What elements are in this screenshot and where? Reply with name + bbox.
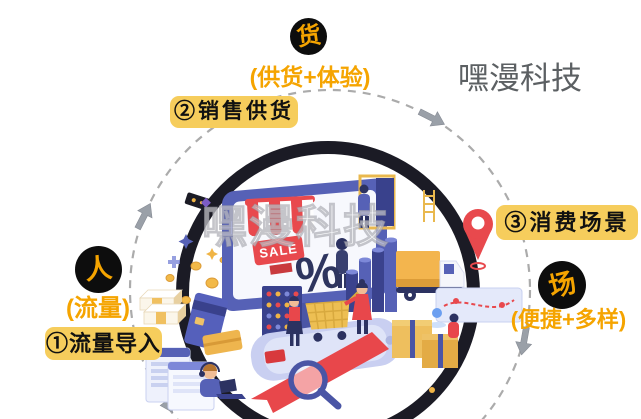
person-with-laptop — [199, 362, 246, 399]
location-pin-icon — [463, 209, 493, 270]
sale-tag: SALE — [252, 235, 305, 275]
credit-card — [184, 292, 243, 356]
person-pushing-cart — [344, 279, 372, 334]
magnifier-icon — [288, 360, 342, 410]
node-scene-char: 场 — [545, 266, 579, 303]
drop-decoration — [428, 308, 446, 328]
doorway-person — [358, 174, 435, 230]
step-1-pill: ①流量导入 — [45, 327, 162, 360]
sale-tag-text: SALE — [258, 241, 298, 261]
ladder — [423, 190, 435, 222]
cycle-arrow-top-right-icon — [417, 108, 445, 127]
browser-windows — [145, 347, 215, 411]
awning — [244, 195, 315, 237]
dashed-cycle-circle — [128, 88, 532, 419]
sparkles-decoration — [168, 192, 218, 268]
route-map — [435, 287, 523, 323]
brand-title: 嘿漫科技 — [458, 61, 582, 96]
node-scene-sub: (便捷+多样) — [510, 307, 627, 332]
node-people-char: 人 — [83, 252, 114, 286]
cardboard-boxes — [392, 313, 459, 368]
node-scene-circle: 场 — [538, 261, 586, 309]
person-browsing — [286, 296, 303, 346]
cycle-arrow-right-icon — [515, 326, 533, 356]
node-goods-sub: (供货+体验) — [249, 64, 371, 90]
money-stack — [139, 289, 187, 325]
step-3-pill: ③消费场景 — [496, 205, 638, 240]
node-people-circle: 人 — [75, 246, 122, 293]
node-goods-circle: 货 — [290, 18, 327, 55]
node-goods-char: 货 — [294, 20, 323, 52]
node-people-sub: (流量) — [66, 295, 130, 322]
step-2-pill: ②销售供货 — [170, 96, 298, 128]
dot-decoration — [429, 387, 435, 393]
cycle-arrow-left-icon — [134, 203, 153, 231]
